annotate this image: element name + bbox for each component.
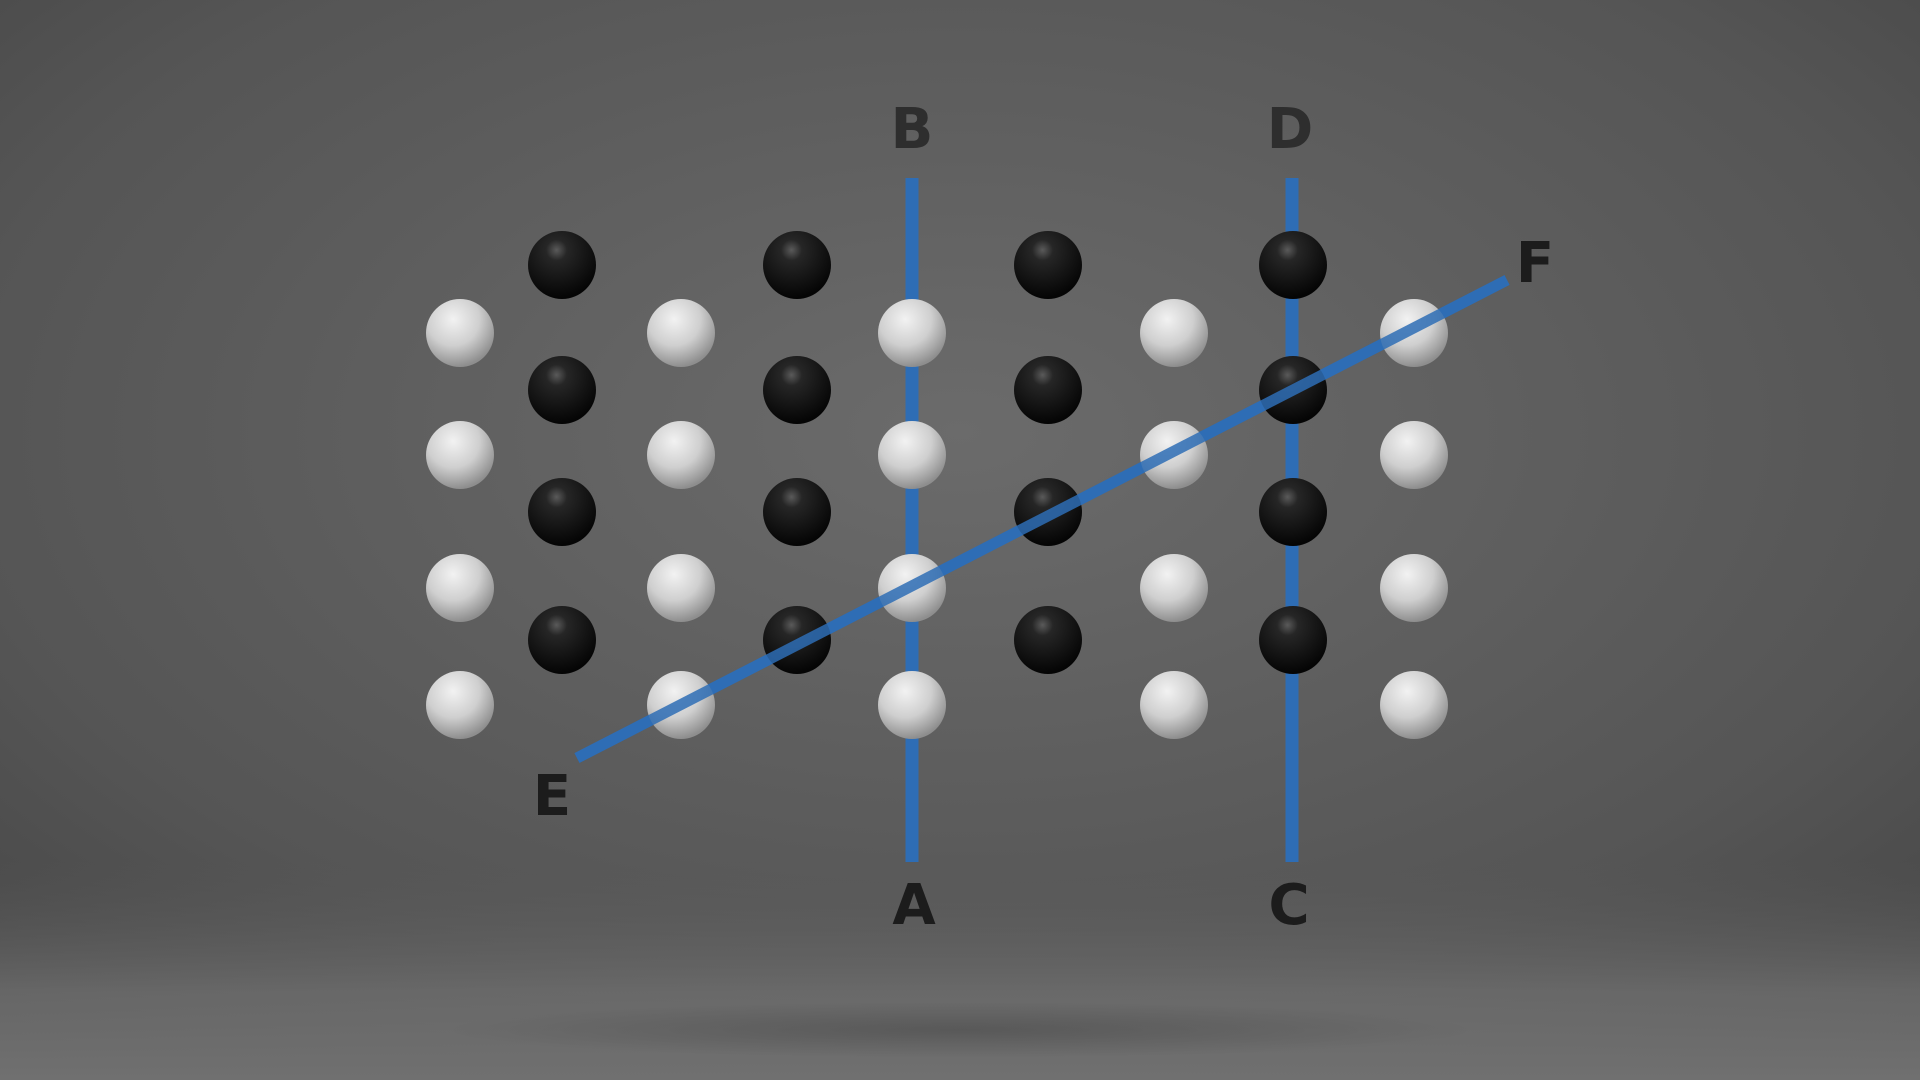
black-atom <box>528 606 596 674</box>
label-e: E <box>533 764 571 829</box>
white-atom <box>647 554 715 622</box>
black-atom <box>528 478 596 546</box>
white-atom <box>426 299 494 367</box>
white-atom <box>1380 671 1448 739</box>
white-atom <box>426 554 494 622</box>
white-atom <box>647 299 715 367</box>
black-atom <box>1014 231 1082 299</box>
white-atom <box>1380 421 1448 489</box>
white-atom <box>878 421 946 489</box>
white-atom <box>878 671 946 739</box>
black-atom <box>1014 356 1082 424</box>
white-atom <box>1140 299 1208 367</box>
label-d: D <box>1267 97 1313 162</box>
line-ef-front <box>574 275 1510 763</box>
label-a: A <box>892 873 936 938</box>
floor-shadow <box>440 1002 1480 1058</box>
black-atom <box>528 356 596 424</box>
white-atom <box>426 421 494 489</box>
label-c: C <box>1268 873 1309 938</box>
white-atom <box>1380 554 1448 622</box>
label-f: F <box>1516 231 1554 296</box>
black-atom <box>763 356 831 424</box>
white-atom <box>426 671 494 739</box>
black-atom <box>1259 606 1327 674</box>
label-b: B <box>891 97 934 162</box>
black-atom <box>1014 606 1082 674</box>
white-atom <box>1140 671 1208 739</box>
white-atom <box>1140 554 1208 622</box>
white-atom <box>878 299 946 367</box>
black-atom <box>1259 478 1327 546</box>
black-atom <box>763 478 831 546</box>
black-atom <box>763 231 831 299</box>
black-atom <box>1259 231 1327 299</box>
black-atom <box>528 231 596 299</box>
white-atom <box>647 421 715 489</box>
